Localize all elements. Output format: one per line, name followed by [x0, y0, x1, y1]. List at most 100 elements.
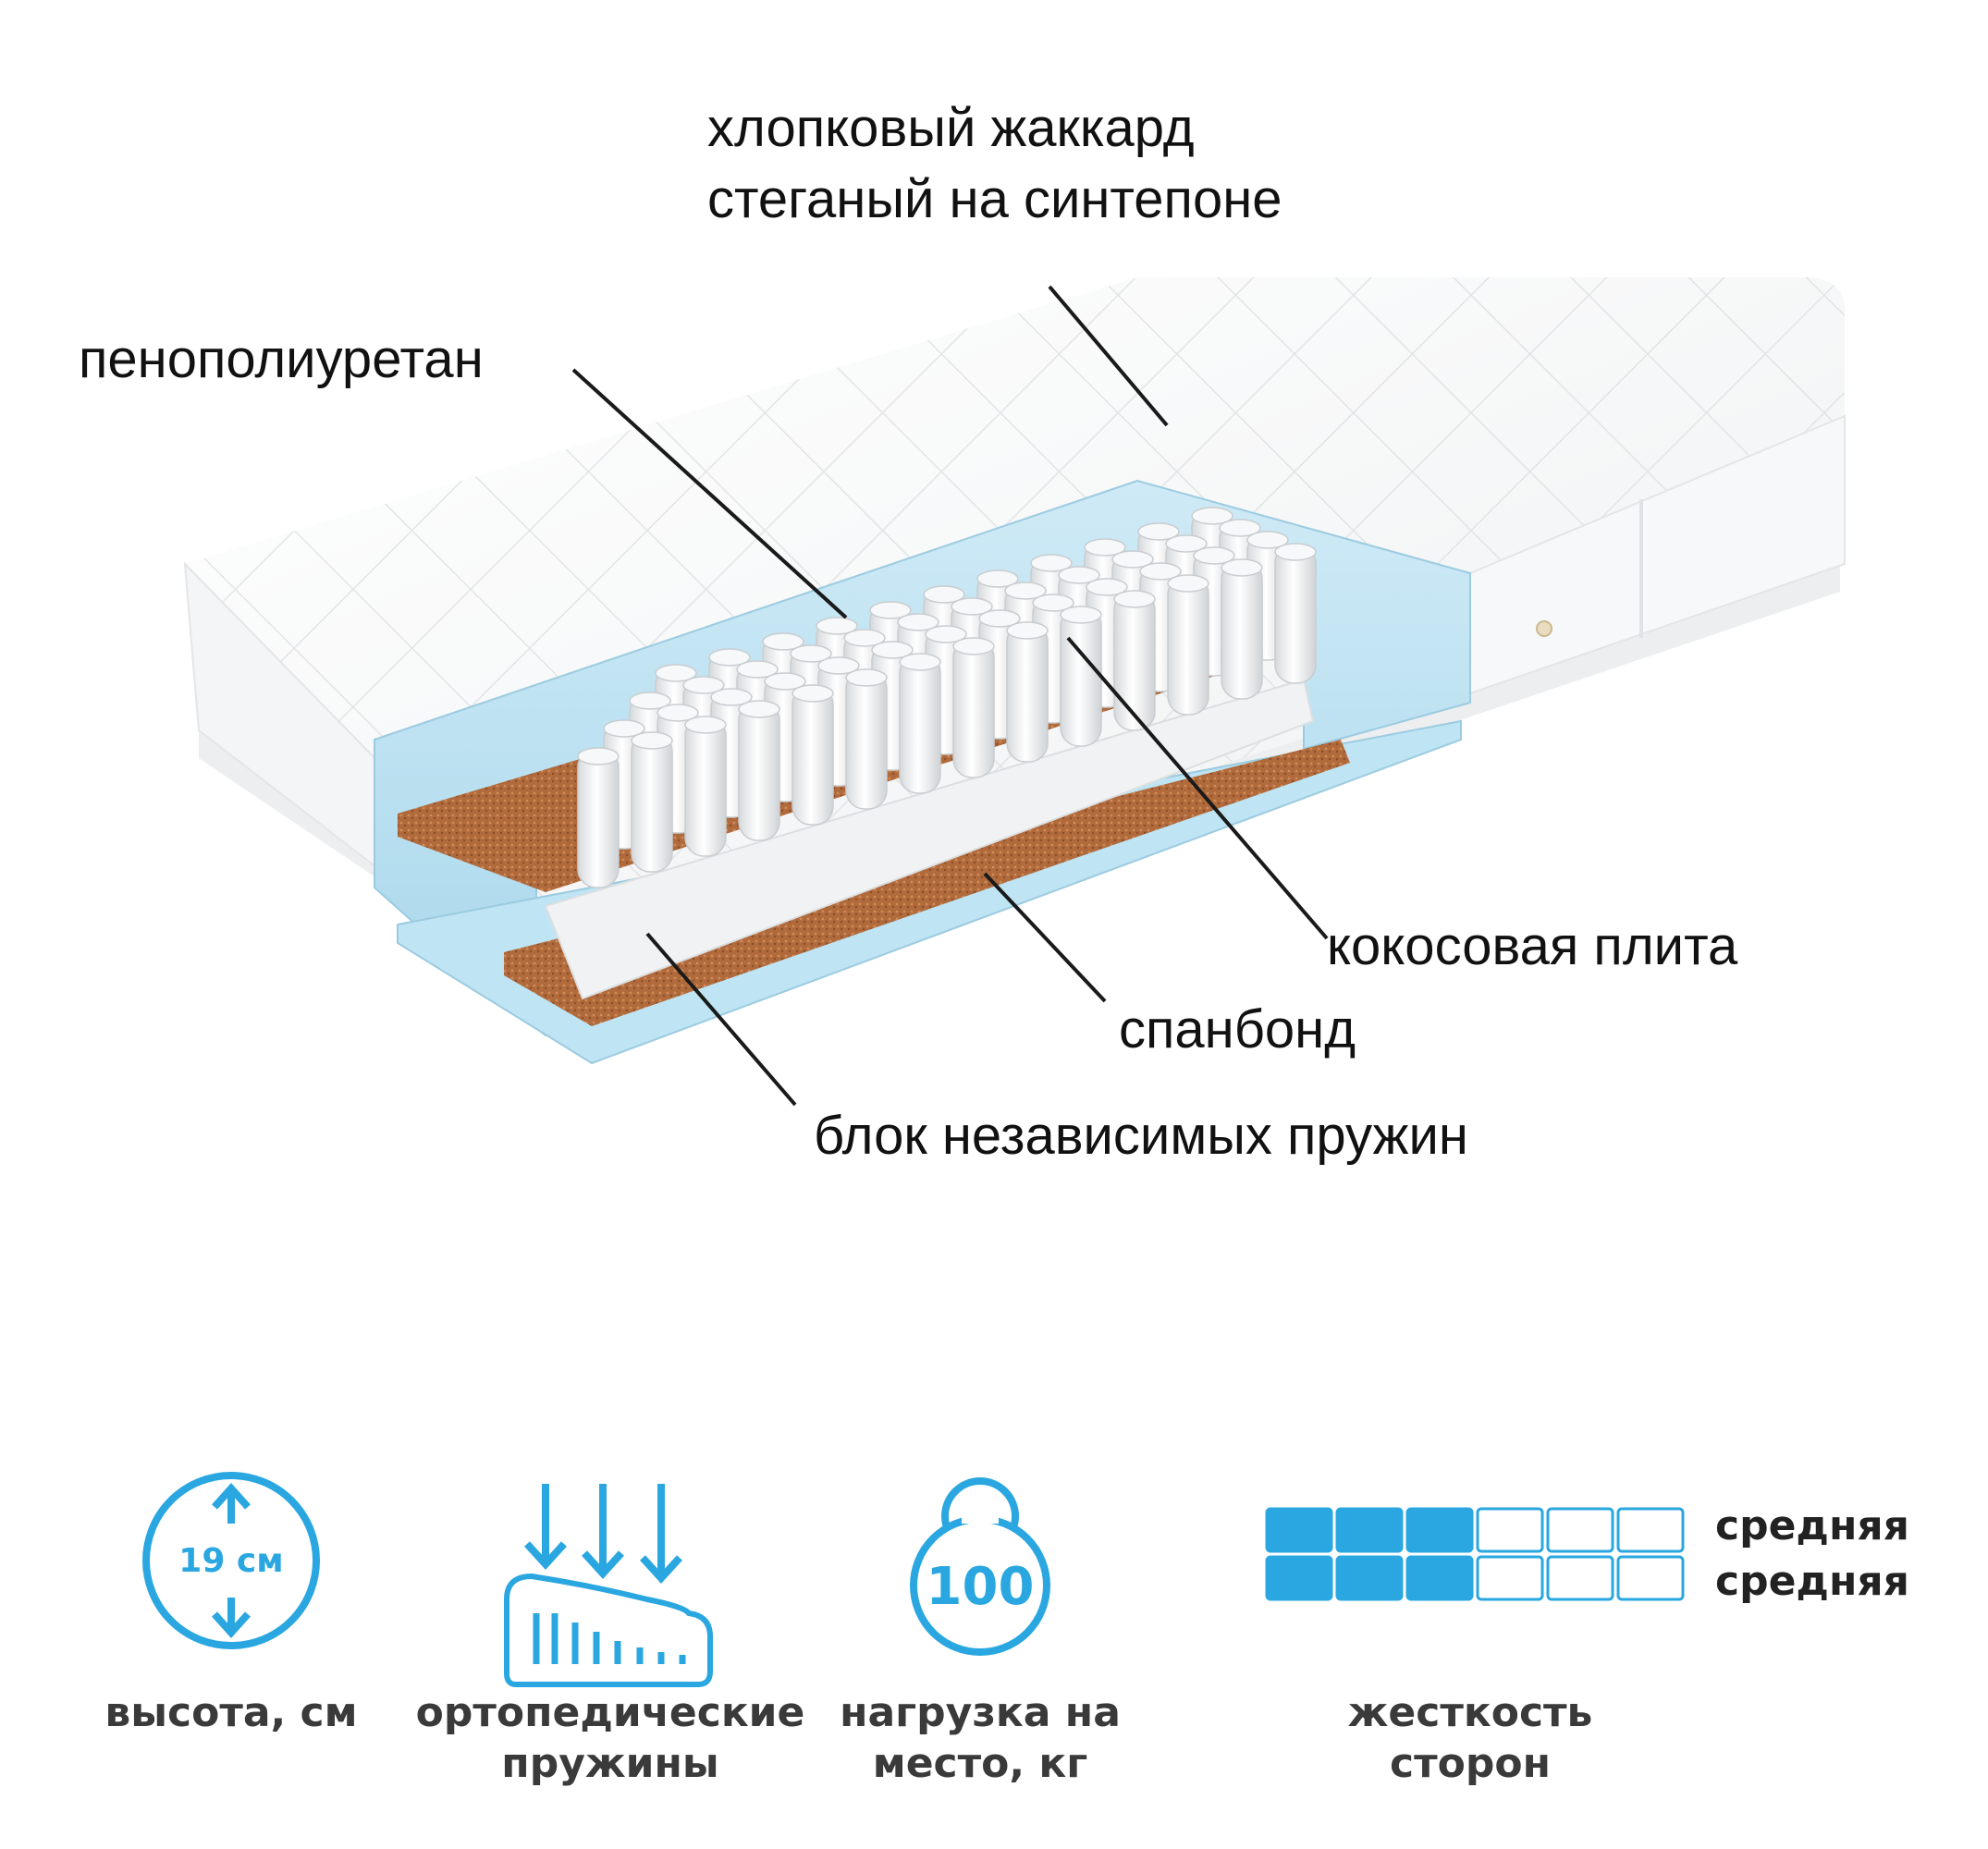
- pocket-spring-top: [684, 716, 727, 734]
- load-caption-line-1: нагрузка на: [840, 1689, 1121, 1736]
- firmness-side-2: средняя: [1715, 1558, 1909, 1605]
- pocket-spring-top: [951, 597, 993, 616]
- pocket-spring-top: [869, 601, 912, 619]
- firmness-cell-filled: [1265, 1555, 1333, 1601]
- pocket-spring-top: [1221, 558, 1263, 577]
- pocket-spring-top: [1137, 522, 1180, 541]
- pocket-spring-top: [603, 719, 645, 738]
- pocket-spring: [1113, 591, 1156, 731]
- pocket-spring-top: [631, 731, 673, 750]
- firmness-caption-line-2: сторон: [1390, 1740, 1551, 1787]
- pocket-spring: [845, 669, 888, 810]
- pocket-spring-top: [764, 672, 806, 691]
- cover-leader-line: [1048, 285, 1169, 427]
- firmness-caption: жесткость сторон: [1322, 1687, 1618, 1789]
- pocket-spring-top: [817, 656, 860, 675]
- pocket-spring-top: [682, 676, 725, 694]
- cover-label: хлопковый жаккард стеганый на синтепоне: [707, 92, 1282, 235]
- coconut-leader-line: [1066, 636, 1329, 940]
- firmness-cell-filled: [1335, 1555, 1404, 1601]
- firmness-cell-empty: [1546, 1555, 1614, 1601]
- firmness-scale-icon: [1265, 1507, 1685, 1601]
- orthopedic-caption-line-1: ортопедические: [415, 1689, 805, 1736]
- pocket-spring: [631, 732, 673, 873]
- firmness-cell-empty: [1546, 1507, 1614, 1553]
- firmness-side-1: средняя: [1715, 1502, 1909, 1549]
- foam-leader-line: [571, 368, 848, 619]
- pocket-spring-top: [978, 609, 1021, 628]
- firmness-cell-empty: [1476, 1555, 1544, 1601]
- pocket-spring-top: [923, 585, 965, 604]
- firmness-cell-empty: [1616, 1507, 1685, 1553]
- pocket-spring-top: [1167, 574, 1209, 593]
- pocket-spring: [1274, 544, 1317, 684]
- pocket-spring: [684, 716, 727, 857]
- pocket-spring-top: [790, 644, 832, 663]
- pocket-spring-top: [897, 613, 939, 631]
- pocket-spring-top: [1274, 543, 1317, 561]
- pocket-spring-top: [871, 641, 914, 659]
- pocket-spring-top: [655, 664, 697, 682]
- firmness-caption-line-1: жесткость: [1347, 1689, 1593, 1736]
- springs-label: блок независимых пружин: [814, 1106, 1468, 1166]
- orthopedic-springs-icon: [504, 1484, 713, 1687]
- firmness-cell-filled: [1335, 1507, 1404, 1553]
- height-value: 19 см: [178, 1542, 283, 1580]
- pocket-spring-top: [976, 569, 1019, 588]
- pocket-spring-top: [952, 637, 995, 655]
- springs-leader-line: [645, 932, 797, 1107]
- pocket-spring: [1006, 622, 1049, 763]
- coconut-label: кокосовая плита: [1327, 916, 1738, 976]
- pocket-spring-top: [1111, 550, 1154, 569]
- pocket-spring: [1221, 559, 1263, 700]
- pocket-spring-top: [1165, 534, 1208, 553]
- pocket-spring-top: [792, 684, 834, 703]
- orthopedic-caption-line-2: пружины: [501, 1740, 719, 1787]
- pocket-spring-top: [1060, 606, 1102, 624]
- pocket-spring-top: [577, 747, 620, 765]
- pocket-spring-top: [1193, 546, 1235, 565]
- firmness-cell-filled: [1265, 1507, 1333, 1553]
- pocket-spring-top: [1030, 554, 1073, 572]
- firmness-cell-filled: [1405, 1507, 1474, 1553]
- cover-label-line-1: хлопковый жаккард: [707, 98, 1195, 158]
- pocket-spring-top: [1032, 594, 1074, 612]
- firmness-cell-empty: [1616, 1555, 1685, 1601]
- pocket-spring-top: [1113, 590, 1156, 608]
- pocket-spring-top: [925, 625, 967, 643]
- firmness-cell-empty: [1476, 1507, 1544, 1553]
- weight-icon: 100: [910, 1477, 1050, 1656]
- pocket-spring-top: [762, 632, 804, 651]
- load-caption-line-2: место, кг: [872, 1740, 1088, 1787]
- spunbond-leader-line: [983, 872, 1107, 1003]
- pocket-spring-top: [1004, 582, 1047, 600]
- pocket-spring: [577, 748, 620, 888]
- orthopedic-caption: ортопедические пружины: [398, 1687, 823, 1789]
- mattress-cutaway: [374, 479, 1471, 1065]
- callout-lines: [571, 285, 1329, 1107]
- height-caption: высота, см: [92, 1687, 370, 1738]
- spunbond-label: спанбонд: [1119, 999, 1356, 1059]
- pocket-spring-top: [1139, 562, 1182, 581]
- pocket-spring-top: [1219, 519, 1261, 537]
- spring-block: [577, 507, 1317, 888]
- pocket-spring-top: [738, 700, 780, 718]
- foam-label: пенополиуретан: [79, 329, 484, 389]
- height-caption-line: высота, см: [104, 1689, 358, 1736]
- pocket-spring: [899, 654, 941, 794]
- pocket-spring-top: [1246, 531, 1289, 549]
- load-caption: нагрузка на место, кг: [823, 1687, 1137, 1789]
- firmness-cell-filled: [1405, 1555, 1474, 1601]
- pocket-spring-top: [843, 629, 886, 647]
- load-value: 100: [927, 1557, 1035, 1617]
- pocket-spring-top: [899, 653, 941, 671]
- pocket-spring-top: [708, 648, 751, 667]
- pocket-spring-top: [1058, 566, 1100, 584]
- pocket-spring-top: [845, 668, 888, 687]
- pocket-spring-top: [816, 617, 858, 635]
- pocket-spring: [1060, 606, 1102, 747]
- pocket-spring-top: [657, 704, 699, 722]
- pocket-spring: [792, 685, 834, 826]
- pocket-spring: [1167, 575, 1209, 716]
